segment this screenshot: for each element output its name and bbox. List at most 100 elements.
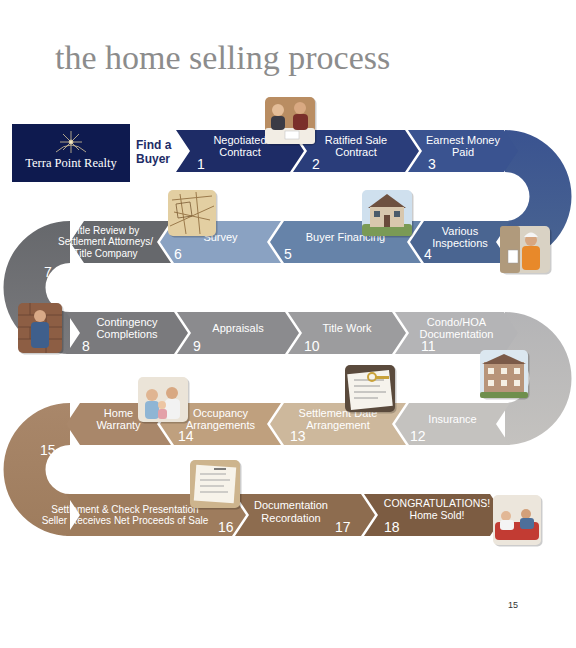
step-label: Settlement & Check Presentation Seller R…	[38, 504, 212, 526]
photo-inspector-part	[508, 250, 518, 263]
step-text-area: Various Inspections	[428, 223, 492, 251]
photo-keys-part	[368, 373, 376, 381]
photo-keys-part	[345, 365, 395, 412]
process-step-arrow: Home Warranty15	[66, 403, 171, 445]
step-text-area: Ratified Sale Contract	[311, 132, 401, 160]
arrow-fill	[364, 494, 504, 536]
photo-deed-part	[192, 462, 242, 510]
step-text-area: Settlement & Check Presentation Seller R…	[38, 497, 212, 533]
step-text-area: Condo/HOA Documentation	[413, 314, 500, 342]
photo-meeting-part	[272, 104, 284, 116]
step-text-area: Survey	[178, 223, 263, 251]
step-label: Settlement Date Arrangement	[288, 407, 388, 432]
photo-workman	[18, 303, 64, 355]
step-label: Negotiated Contract	[194, 134, 286, 159]
photo-condo-part	[482, 354, 526, 364]
photo-meeting-part	[293, 114, 308, 130]
photo-house-part	[362, 224, 412, 236]
photo-survey-map-part	[170, 192, 214, 234]
photo-house-part	[368, 194, 406, 208]
photo-inspector-part	[502, 228, 552, 275]
photo-house-part	[394, 211, 400, 217]
logo-box: Terra Point Realty	[12, 124, 130, 182]
photo-family-part	[140, 379, 190, 424]
photo-family-part	[146, 389, 158, 401]
step-number: 8	[82, 339, 90, 353]
process-step-arrow: Earnest Money Paid3	[408, 130, 518, 172]
photo-survey-map-part	[170, 192, 218, 238]
step-number: 5	[284, 247, 292, 261]
page-number: 15	[508, 601, 538, 610]
step-text-area: Earnest Money Paid	[426, 132, 500, 160]
process-step-arrow: Title Review by Settlement Attorneys/ Ti…	[70, 221, 171, 263]
arrow-fill	[395, 312, 518, 354]
process-step-arrow: Documentation Recordation 17	[235, 494, 375, 536]
photo-condo-part	[480, 350, 528, 398]
process-step-arrow: Condo/HOA Documentation11	[395, 312, 518, 354]
photo-inspector-part	[522, 246, 540, 270]
arrow-fill	[270, 221, 421, 263]
step-text-area: Documentation Recordation	[251, 497, 331, 526]
photo-couple	[493, 495, 543, 547]
step-number: 1	[197, 157, 205, 171]
photo-deed-part	[200, 474, 230, 492]
photo-inspector-part	[525, 234, 537, 246]
process-step-arrow: Title Work10	[288, 312, 406, 354]
arrow-fill	[288, 312, 406, 354]
photo-keys-part	[354, 380, 386, 398]
process-step-arrow: Settlement & Check Presentation Seller R…	[66, 494, 246, 536]
photo-family-part	[166, 387, 178, 399]
photo-workman-part	[34, 310, 46, 322]
photo-survey-map	[168, 190, 218, 238]
photo-keys-part	[375, 376, 389, 379]
step-label: Condo/HOA Documentation	[413, 316, 500, 341]
process-step-arrow: Appraisals9	[177, 312, 299, 354]
step-label: Documentation Recordation	[251, 499, 331, 524]
process-step-arrow: Contingency Completions8	[66, 312, 188, 354]
logo-text: Terra Point Realty	[12, 156, 130, 170]
arrow-fill	[270, 403, 406, 445]
photo-workman-part	[20, 305, 64, 355]
photo-workman-part	[31, 322, 49, 348]
photo-meeting-part	[285, 131, 299, 139]
photo-condo-part	[514, 368, 520, 374]
diagram-title: the home selling process	[55, 38, 390, 78]
photo-family-part	[158, 409, 167, 419]
photo-house-part	[362, 190, 412, 236]
step-number: 2	[312, 157, 320, 171]
step-label: Earnest Money Paid	[426, 134, 500, 159]
photo-condo	[480, 350, 530, 400]
step-text-area: Buyer Financing	[288, 223, 403, 251]
arrow-fill	[235, 494, 375, 536]
process-step-arrow: Survey6	[160, 221, 281, 263]
photo-couple-part	[500, 520, 514, 530]
photo-family-part	[165, 399, 180, 419]
photo-inspector-part	[524, 233, 538, 238]
photo-deed-part	[214, 468, 226, 470]
photo-couple-part	[493, 495, 541, 545]
process-step-arrow: Occupancy Arrangements14	[160, 403, 281, 445]
step-number: 17	[335, 520, 351, 534]
step-label: Occupancy Arrangements	[178, 407, 263, 432]
step-label: Ratified Sale Contract	[311, 134, 401, 159]
process-step-arrow: Negotiated Contract1	[176, 130, 304, 172]
step-label: Contingency Completions	[84, 316, 170, 341]
arrow-fill	[176, 130, 304, 172]
step-text-area: Title Work	[306, 314, 388, 342]
photo-house-part	[374, 211, 380, 217]
step-text-area: Contingency Completions	[84, 314, 170, 342]
photo-couple-part	[501, 511, 511, 521]
step-number: 11	[421, 339, 436, 353]
step-text-area: Home Warranty	[84, 405, 153, 433]
photo-couple-part	[520, 518, 534, 529]
process-step-arrow: CONGRATULATIONS! Home Sold!18	[364, 494, 504, 536]
photo-house	[362, 190, 414, 238]
photo-condo-part	[501, 368, 507, 374]
photo-deed-part	[190, 460, 240, 508]
photo-meeting-part	[265, 97, 315, 144]
arrow-fill	[177, 312, 299, 354]
logo-emblem-part	[60, 142, 82, 143]
step-text-area: Appraisals	[195, 314, 281, 342]
